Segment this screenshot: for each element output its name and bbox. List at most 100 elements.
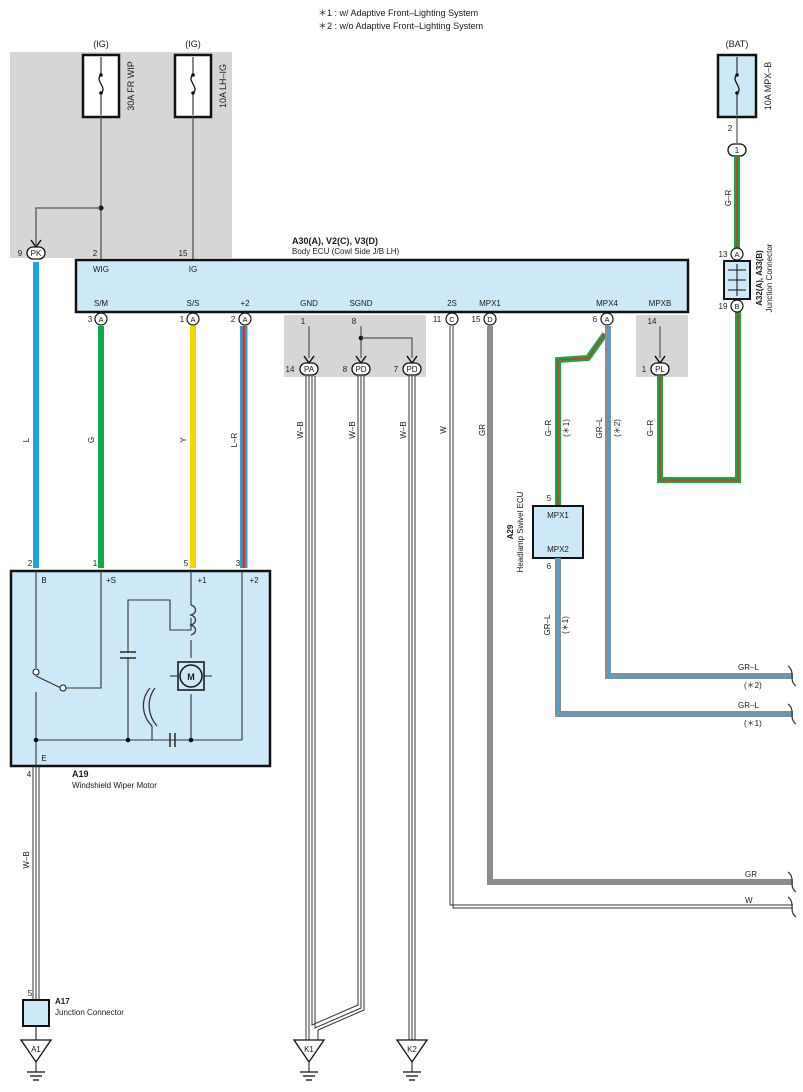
wire-y [190,326,196,568]
svg-text:A: A [734,250,739,259]
svg-text:13: 13 [719,250,728,259]
svg-text:PA: PA [304,365,315,374]
svg-text:L–R: L–R [230,432,239,447]
svg-text:A: A [190,315,195,324]
wire-l [33,262,39,568]
svg-text:B: B [734,302,739,311]
svg-text:7: 7 [394,365,399,374]
connector-pl: PL 1 [642,355,670,376]
svg-text:W: W [745,896,753,905]
svg-text:2: 2 [231,315,236,324]
svg-text:(＊1): (＊1) [561,616,570,634]
wire-g [98,326,104,568]
wire-gr-l-2 [605,326,793,679]
fuse-10a-lh-ig: (IG) 10A LH–IG [173,39,228,119]
svg-text:K2: K2 [407,1045,417,1054]
svg-text:MPX4: MPX4 [596,299,618,308]
a29-headlamp-swivel-ecu: MPX1 MPX2 5 6 A29 Headlamp Swivel ECU [506,491,584,572]
svg-text:(＊2): (＊2) [744,681,762,690]
svg-text:3: 3 [88,315,93,324]
svg-text:A1: A1 [31,1045,41,1054]
svg-text:2: 2 [728,124,733,133]
note-2: ＊2 : w/o Adaptive Front–Lighting System [318,21,483,31]
ground-k1: K1 [292,1039,326,1081]
svg-text:W–B: W–B [296,421,305,438]
wire-w-b-k1 [305,376,365,1040]
svg-text:S/M: S/M [94,299,109,308]
svg-text:GND: GND [300,299,318,308]
svg-text:19: 19 [719,302,728,311]
svg-text:15: 15 [179,249,188,258]
svg-text:Junction Connector: Junction Connector [55,1008,124,1017]
svg-text:6: 6 [547,562,552,571]
svg-text:PK: PK [31,249,42,258]
svg-text:PD: PD [355,365,366,374]
wire-break-marks [787,665,797,918]
svg-text:Windshield Wiper Motor: Windshield Wiper Motor [72,781,157,790]
svg-text:1: 1 [642,365,647,374]
svg-text:8: 8 [352,317,357,326]
svg-text:C: C [449,315,455,324]
fuse-10a-mpx-b: (BAT) 10A MPX–B [716,39,773,119]
svg-text:(IG): (IG) [185,39,201,49]
fuse-wip-label: 30A FR WIP [126,61,136,111]
svg-text:5: 5 [184,559,189,568]
svg-text:5: 5 [547,494,552,503]
svg-text:14: 14 [286,365,295,374]
body-ecu-name: Body ECU (Cowl Side J/B LH) [292,247,399,256]
svg-text:W: W [439,426,448,434]
svg-text:GR: GR [478,424,487,436]
connector-pd-7: PD 7 [394,355,422,376]
svg-text:MPXB: MPXB [649,299,672,308]
svg-text:G–R: G–R [646,420,655,437]
svg-text:W–B: W–B [22,851,31,868]
svg-text:PD: PD [406,365,417,374]
svg-text:K1: K1 [304,1045,314,1054]
svg-text:GR–L: GR–L [543,614,552,635]
svg-text:14: 14 [648,317,657,326]
connector-pa: PA 14 [286,355,319,376]
wire-w [449,326,793,909]
svg-text:Junction Connector: Junction Connector [765,243,774,312]
ecu-bottom-pins: 3 A 1 A 2 A 1 8 11 C 15 D 6 A 14 [88,312,657,326]
svg-text:G–R: G–R [544,420,553,437]
svg-text:IG: IG [189,265,197,274]
svg-text:4: 4 [27,770,32,779]
wire-gr [487,326,793,885]
svg-text:GR–L: GR–L [595,417,604,438]
svg-text:A: A [604,315,609,324]
wire-l-r [240,326,248,568]
a17-junction-connector: 5 A17 Junction Connector [22,989,124,1027]
body-ecu-code: A30(A), V2(C), V3(D) [292,236,378,246]
svg-text:GR–L: GR–L [738,663,759,672]
svg-text:1: 1 [735,146,740,155]
svg-text:8: 8 [343,365,348,374]
svg-text:3: 3 [236,559,241,568]
svg-text:1: 1 [180,315,185,324]
svg-text:MPX1: MPX1 [479,299,501,308]
connector-pk: PK 9 [18,239,46,260]
svg-text:S/S: S/S [187,299,200,308]
connector-pd-8: PD 8 [343,355,371,376]
svg-text:GR–L: GR–L [738,701,759,710]
wire-g-r-mpx4 [555,332,608,506]
svg-text:W–B: W–B [348,421,357,438]
wire-g-r-mpxb [657,310,741,483]
motor-m: M [187,672,195,682]
svg-text:2S: 2S [447,299,457,308]
svg-text:PL: PL [655,365,665,374]
svg-text:Y: Y [179,437,188,443]
note-1: ＊1 : w/ Adaptive Front–Lighting System [318,8,478,18]
svg-text:+1: +1 [197,576,207,585]
ground-k2: K2 [395,1039,429,1081]
svg-text:A17: A17 [55,997,70,1006]
svg-text:D: D [487,315,493,324]
svg-text:GR: GR [745,870,757,879]
svg-text:+2: +2 [240,299,250,308]
svg-text:A: A [98,315,103,324]
svg-text:(＊1): (＊1) [744,719,762,728]
svg-text:+S: +S [106,576,116,585]
svg-text:11: 11 [433,315,442,324]
svg-text:6: 6 [593,315,598,324]
